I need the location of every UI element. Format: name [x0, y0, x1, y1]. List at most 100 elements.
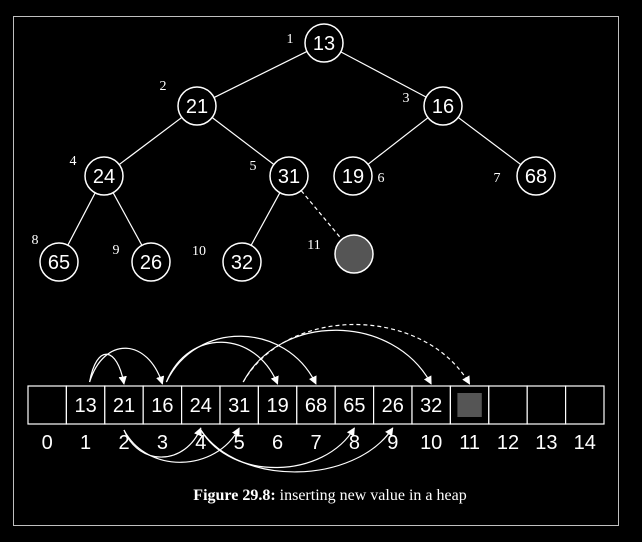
- tree-edge-1-3: [340, 51, 427, 98]
- arrow-2-to-5: [123, 427, 240, 463]
- array-index-14: 14: [574, 432, 596, 454]
- array-cell-10: 32: [411, 385, 452, 425]
- array-index-11: 11: [459, 432, 480, 454]
- node-index-label: 3: [403, 91, 410, 106]
- array-index-0: 0: [42, 432, 53, 454]
- arrow-4-to-9: [200, 427, 394, 473]
- array-cell-box: [104, 385, 144, 425]
- node-value: 21: [186, 96, 208, 118]
- array-cell-13: [526, 385, 567, 425]
- node-index-label: 11: [307, 238, 320, 253]
- array-cell-0: [27, 385, 68, 425]
- arrow-3-to-7: [165, 335, 317, 385]
- array-index-3: 3: [157, 432, 168, 454]
- node-value: 26: [140, 252, 162, 274]
- tree-node-11: 11: [307, 234, 374, 274]
- array-cell-box: [564, 385, 605, 425]
- array-index-1: 1: [80, 432, 91, 454]
- array-index-8: 8: [349, 432, 360, 454]
- node-index-label: 6: [378, 171, 385, 186]
- tree-node-9: 269: [113, 242, 171, 282]
- tree-edges: [67, 50, 522, 246]
- array-cell-box: [181, 385, 221, 425]
- node-circle: [177, 86, 217, 126]
- array-cell-box: [65, 385, 106, 425]
- array-cell-box: [526, 385, 567, 425]
- array-cell-box: [296, 385, 336, 425]
- tree-edge-1-2: [213, 50, 308, 99]
- array-cell-value: 19: [266, 395, 288, 417]
- array-index-7: 7: [310, 432, 321, 454]
- node-index-label: 7: [494, 171, 501, 186]
- array-cell-value: 65: [343, 395, 365, 417]
- array-cell-box: [142, 385, 183, 425]
- array-cell-value: 26: [382, 395, 404, 417]
- arrow-2-to-4: [123, 427, 202, 458]
- array-index-6: 6: [272, 432, 283, 454]
- node-index-label: 4: [70, 154, 77, 169]
- array-index-12: 12: [497, 432, 519, 454]
- array-cell-6: 19: [257, 385, 298, 425]
- node-value: 24: [93, 166, 115, 188]
- tree-edge-2-5: [211, 117, 275, 165]
- array-cell-7: 68: [296, 385, 336, 425]
- tree-node-7: 687: [494, 156, 556, 196]
- node-circle: [423, 86, 463, 126]
- arrow-1-to-3: [89, 347, 165, 385]
- tree-node-8: 658: [32, 233, 79, 282]
- array-cell-9: 26: [373, 385, 413, 425]
- array-cell-value: 21: [113, 395, 135, 417]
- array-index-10: 10: [420, 432, 442, 454]
- new-slot-marker: [457, 393, 482, 417]
- node-circle: [333, 156, 373, 196]
- node-circle: [516, 156, 556, 196]
- node-value: 19: [342, 166, 364, 188]
- array-cell-box: [488, 385, 528, 425]
- array-cell-1: 13: [65, 385, 106, 425]
- array-cell-12: [488, 385, 528, 425]
- array-cell-2: 21: [104, 385, 144, 425]
- array-cell-box: [219, 385, 260, 425]
- tree-node-2: 212: [160, 79, 217, 126]
- node-value: 32: [231, 252, 253, 274]
- node-circle: [131, 242, 171, 282]
- caption-text: inserting new value in a heap: [276, 487, 467, 504]
- node-value: 31: [278, 166, 300, 188]
- array-cell-11: [449, 385, 490, 425]
- array-cell-3: 16: [142, 385, 183, 425]
- node-value: 16: [432, 96, 454, 118]
- node-index-label: 1: [287, 32, 294, 47]
- node-circle: [222, 242, 262, 282]
- node-circle: [304, 23, 344, 63]
- tree-node-6: 19 6: [333, 156, 385, 196]
- array-cell-box: [27, 385, 68, 425]
- caption-label: Figure 29.8:: [193, 487, 275, 504]
- tree-edge-4-8: [67, 192, 96, 246]
- tree-edge-3-6: [367, 117, 429, 165]
- tree-edge-3-7: [457, 116, 522, 166]
- array-index-2: 2: [118, 432, 129, 454]
- array-cell-value: 68: [305, 395, 327, 417]
- array-cell-8: 65: [334, 385, 375, 425]
- tree-node-4: 24 4: [70, 154, 124, 196]
- tree-edge-5-10: [250, 192, 281, 246]
- arrow-5-to-11: [242, 323, 471, 385]
- figure-caption: Figure 29.8: inserting new value in a he…: [193, 487, 466, 504]
- node-circle: [84, 156, 124, 196]
- array-index-13: 13: [535, 432, 557, 454]
- array-cell-value: 13: [74, 395, 96, 417]
- array-index-9: 9: [387, 432, 398, 454]
- node-value: 13: [313, 33, 335, 55]
- node-circle: [39, 242, 79, 282]
- array-cell-box: [373, 385, 413, 425]
- array-cell-box: [334, 385, 375, 425]
- array-index-5: 5: [234, 432, 245, 454]
- parent-child-arrows: [89, 323, 471, 473]
- array-cell-value: 32: [420, 395, 442, 417]
- tree-edge-5-11: [300, 190, 343, 240]
- array-cell-5: 31: [219, 385, 260, 425]
